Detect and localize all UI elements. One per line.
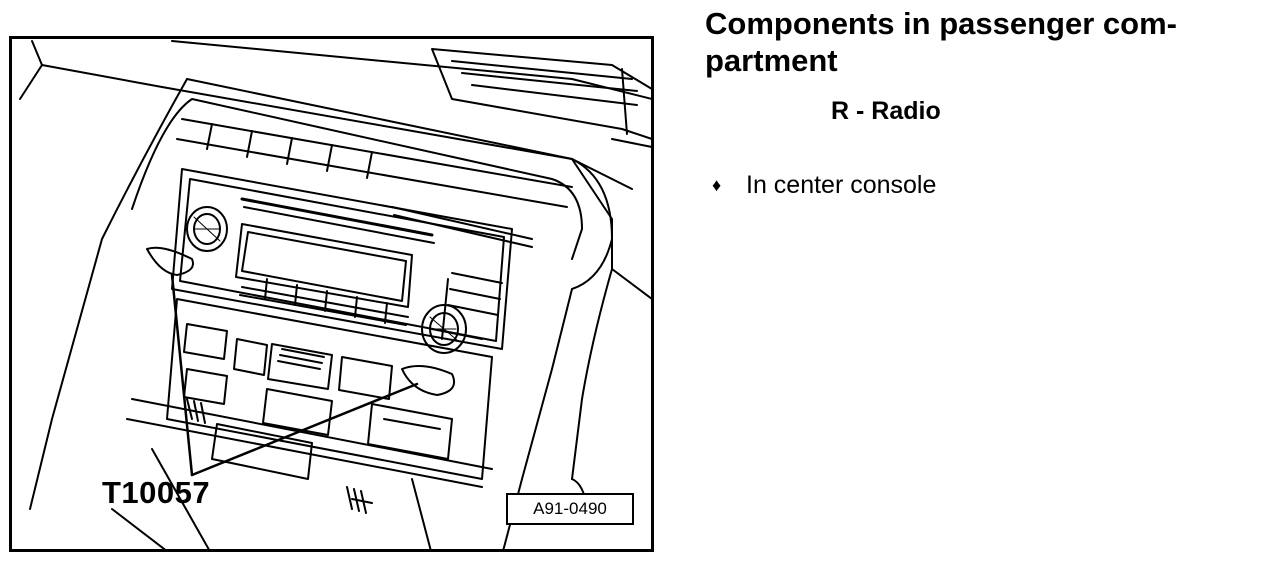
- bullet-text: In center console: [746, 171, 937, 199]
- line-drawing: [19, 40, 651, 549]
- diamond-bullet-icon: ♦: [712, 175, 722, 195]
- figure-id-box: A91-0490: [506, 493, 634, 525]
- tool-number-label: T10057: [102, 475, 211, 510]
- illustration-radio-removal: T10057 A91-0490: [9, 36, 654, 552]
- component-subtitle: R - Radio: [831, 97, 941, 125]
- bullet-list-item: ♦ In center console: [712, 170, 936, 200]
- page-title: Components in passenger com-partment: [705, 6, 1177, 78]
